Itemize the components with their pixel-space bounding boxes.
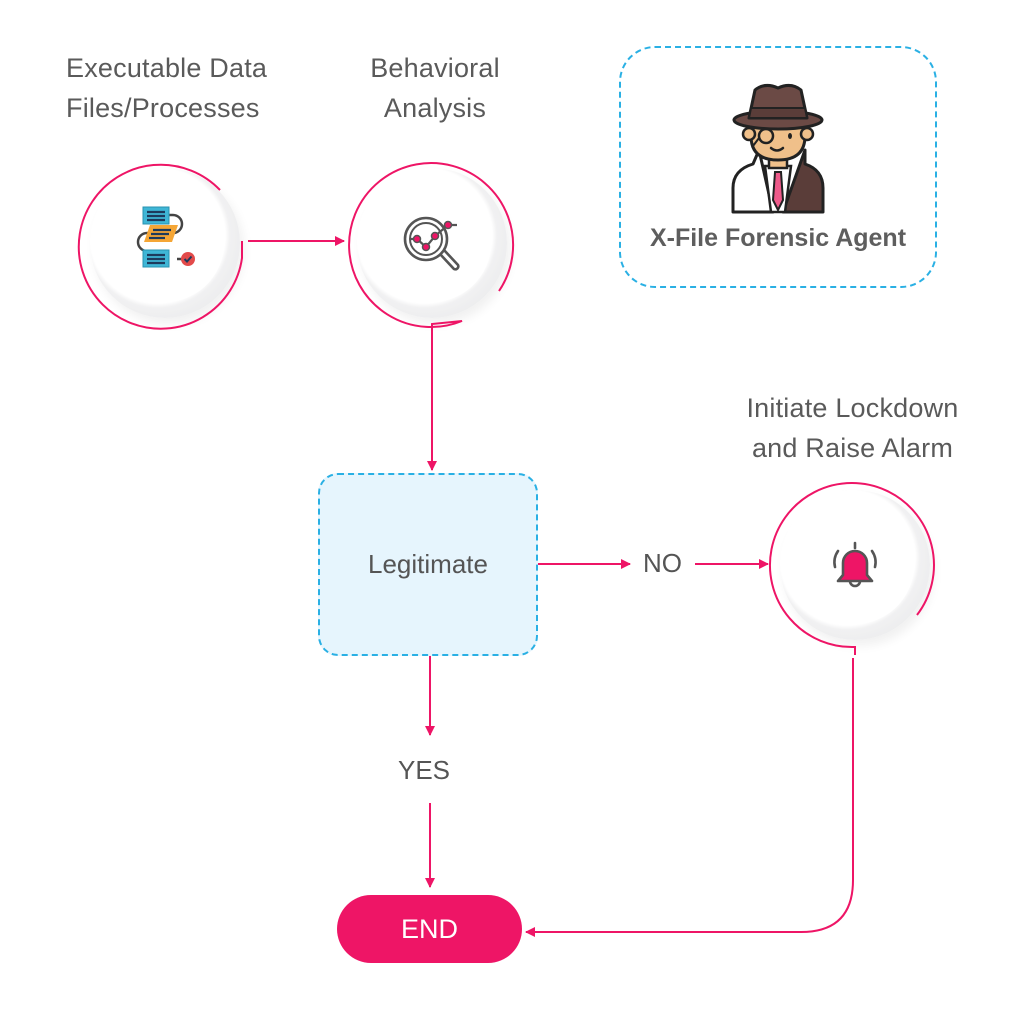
step-label-executable-data: Executable Data Files/Processes xyxy=(66,48,286,128)
workflow-process-icon xyxy=(136,206,195,268)
node-ring xyxy=(77,163,243,330)
edge-step3-to-end xyxy=(525,658,854,937)
end-label: END xyxy=(400,913,458,944)
alarm-bell-icon xyxy=(833,541,877,588)
magnifier-analytics-icon xyxy=(403,216,460,271)
node-lockdown-alarm[interactable] xyxy=(769,480,940,655)
label-line: Behavioral xyxy=(370,53,500,83)
node-inner xyxy=(106,184,224,302)
decision-label: Legitimate xyxy=(368,549,488,579)
branch-label-yes: YES xyxy=(398,755,451,785)
step-label-lockdown-alarm: Initiate Lockdown and Raise Alarm xyxy=(735,388,970,468)
label-line: Executable Data xyxy=(66,53,268,83)
end-node[interactable]: END xyxy=(337,895,522,963)
label-line: and Raise Alarm xyxy=(751,433,954,463)
agent-title: X-File Forensic Agent xyxy=(649,224,907,252)
node-behavioral-analysis[interactable] xyxy=(347,158,517,329)
decision-legitimate[interactable]: Legitimate xyxy=(318,473,538,656)
label-line: Initiate Lockdown xyxy=(746,393,959,423)
label-line: Files/Processes xyxy=(66,93,260,123)
branch-label-no: NO xyxy=(643,548,682,578)
node-ring xyxy=(348,162,515,329)
node-ring xyxy=(769,482,935,655)
detective-icon xyxy=(731,83,825,214)
label-line: Analysis xyxy=(383,93,487,123)
agent-card: X-File Forensic Agent xyxy=(619,46,937,288)
node-executable-data[interactable] xyxy=(77,158,250,330)
step-label-behavioral-analysis: Behavioral Analysis xyxy=(350,48,520,128)
node-inner xyxy=(373,184,491,302)
